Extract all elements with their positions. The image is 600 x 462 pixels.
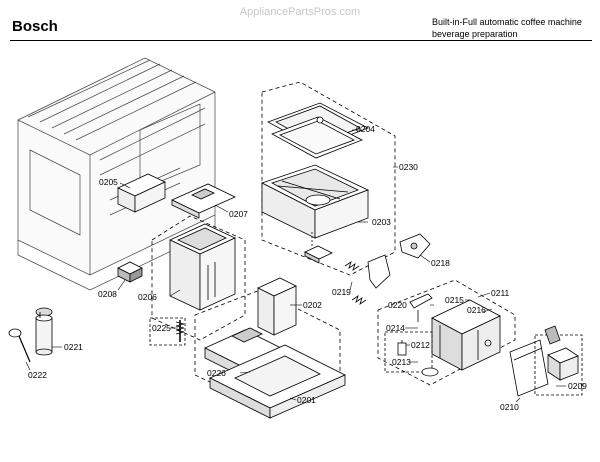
- label-0230: 0230: [399, 162, 418, 172]
- watermark-text: AppliancePartsPros.com: [239, 6, 361, 18]
- spoon-0222: [8, 328, 31, 363]
- drip-tray-0203: [260, 164, 370, 239]
- water-tank-0206: [169, 223, 236, 311]
- label-0205: 0205: [99, 177, 118, 187]
- part-0208: [117, 261, 143, 283]
- label-0211: 0211: [491, 288, 510, 298]
- header-rule: [10, 40, 592, 41]
- label-0206: 0206: [138, 292, 157, 302]
- label-0207: 0207: [229, 209, 248, 219]
- label-0225: 0225: [152, 323, 171, 333]
- tank-group-outline: [151, 215, 246, 341]
- leader-lines: [25, 129, 566, 403]
- panel-0210: [509, 339, 549, 397]
- part-float: [304, 232, 333, 264]
- brew-unit-group-outline: [377, 279, 516, 386]
- label-0220: 0220: [388, 300, 407, 310]
- label-0215: 0215: [445, 295, 464, 305]
- diagram-subtitle: beverage preparation: [432, 29, 518, 39]
- milk-container-0221: [35, 307, 53, 356]
- part-0209: [544, 325, 579, 381]
- part-0225-spring: [175, 320, 185, 342]
- part-0205-tray: [117, 173, 166, 213]
- drip-tray-cover-0204: [267, 102, 369, 159]
- base-frame-0201: [209, 344, 346, 419]
- label-0216: 0216: [467, 305, 486, 315]
- label-0202: 0202: [303, 300, 322, 310]
- label-0204: 0204: [356, 124, 375, 134]
- label-0209: 0209: [568, 381, 587, 391]
- diagram-title: Built-in-Full automatic coffee machine: [432, 17, 582, 27]
- part-0202: [257, 277, 297, 336]
- label-0208: 0208: [98, 289, 117, 299]
- part-0207-plate: [171, 183, 236, 219]
- part-0225-box: [149, 317, 186, 346]
- label-0221: 0221: [64, 342, 83, 352]
- part-0209-group: [534, 334, 583, 396]
- part-0213-seal: [421, 367, 439, 377]
- brewing-unit-0211: [431, 299, 501, 371]
- label-0201: 0201: [297, 395, 316, 405]
- label-0210: 0210: [500, 402, 519, 412]
- label-0219: 0219: [332, 287, 351, 297]
- lever-0220: [409, 293, 433, 322]
- label-0226: 0226: [207, 368, 226, 378]
- part-0219: [344, 254, 391, 305]
- brand-logo-text: Bosch: [12, 18, 58, 35]
- label-0222: 0222: [28, 370, 47, 380]
- label-0214: 0214: [386, 323, 405, 333]
- label-0218: 0218: [431, 258, 450, 268]
- assembly-0230-outline: [261, 81, 396, 276]
- label-0203: 0203: [372, 217, 391, 227]
- label-0212: 0212: [411, 340, 430, 350]
- part-0218: [399, 233, 431, 259]
- part-0212: [397, 340, 407, 356]
- machine-housing: [17, 57, 216, 291]
- label-0213: 0213: [392, 357, 411, 367]
